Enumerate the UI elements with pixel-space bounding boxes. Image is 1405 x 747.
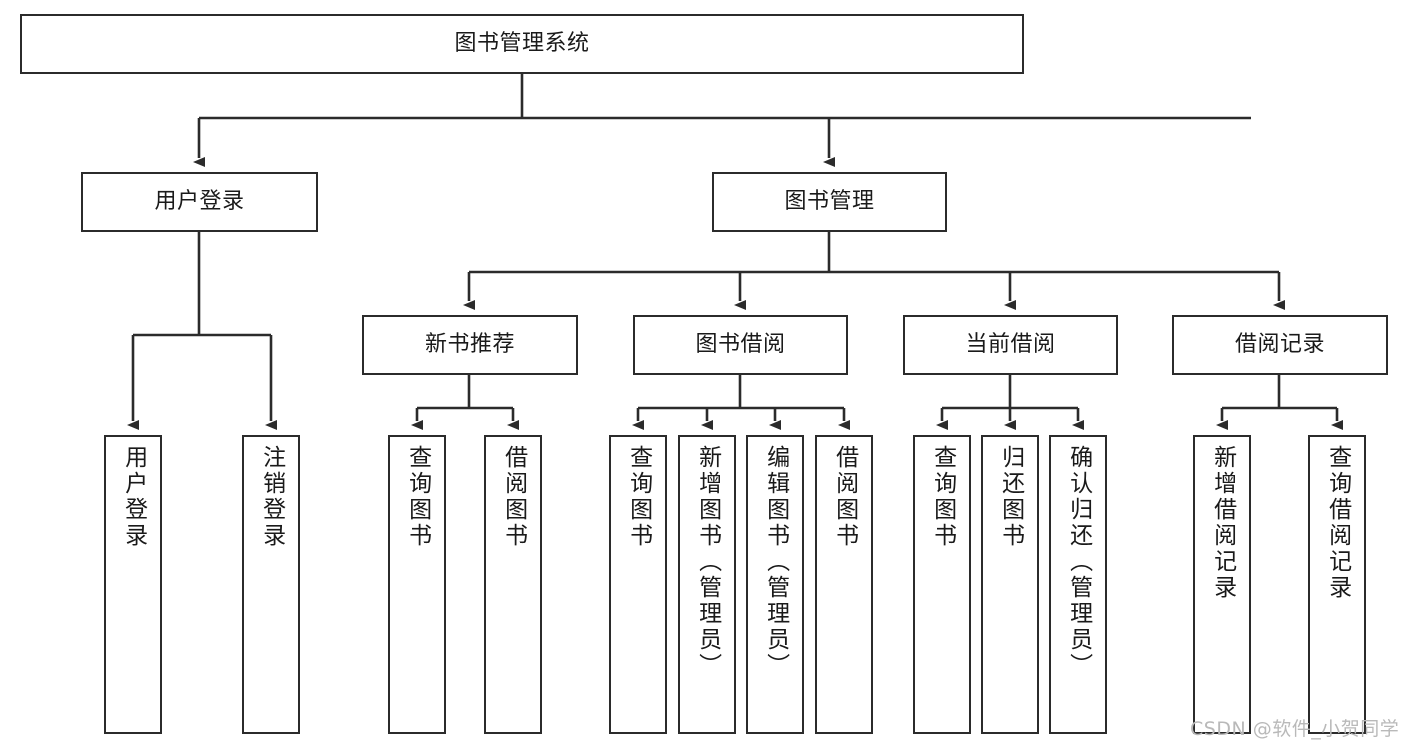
node-leaf-borrow-book-recommend[interactable]: 借阅图书 — [484, 435, 542, 734]
node-label: 注销登录 — [258, 445, 285, 549]
node-label: 确认归还（管理员） — [1065, 445, 1092, 679]
node-leaf-user-login[interactable]: 用户登录 — [104, 435, 162, 734]
node-label: 查询图书 — [929, 445, 956, 549]
node-leaf-add-borrow-record[interactable]: 新增借阅记录 — [1193, 435, 1251, 734]
node-label: 查询图书 — [625, 445, 652, 549]
node-leaf-add-book-admin[interactable]: 新增图书（管理员） — [678, 435, 736, 734]
node-current-borrowing[interactable]: 当前借阅 — [903, 315, 1118, 375]
node-label: 编辑图书（管理员） — [762, 445, 789, 679]
node-book-management[interactable]: 图书管理 — [712, 172, 947, 232]
node-root-book-management-system[interactable]: 图书管理系统 — [20, 14, 1024, 74]
node-label: 归还图书 — [997, 445, 1024, 549]
node-leaf-logout[interactable]: 注销登录 — [242, 435, 300, 734]
node-label: 用户登录 — [120, 445, 147, 549]
node-leaf-query-book-borrow[interactable]: 查询图书 — [609, 435, 667, 734]
node-label: 新增图书（管理员） — [694, 445, 721, 679]
node-borrowing-record[interactable]: 借阅记录 — [1172, 315, 1388, 375]
node-leaf-borrow-book[interactable]: 借阅图书 — [815, 435, 873, 734]
node-label: 借阅记录 — [1234, 332, 1325, 358]
node-leaf-query-book-recommend[interactable]: 查询图书 — [388, 435, 446, 734]
node-leaf-query-book-current[interactable]: 查询图书 — [913, 435, 971, 734]
node-label: 用户登录 — [154, 189, 245, 215]
node-label: 当前借阅 — [965, 332, 1056, 358]
node-label: 查询借阅记录 — [1324, 445, 1351, 601]
node-label: 图书管理系统 — [454, 31, 590, 57]
node-label: 图书管理 — [784, 189, 875, 215]
node-new-book-recommendation[interactable]: 新书推荐 — [362, 315, 578, 375]
node-label: 借阅图书 — [831, 445, 858, 549]
node-leaf-query-borrow-record[interactable]: 查询借阅记录 — [1308, 435, 1366, 734]
node-label: 查询图书 — [404, 445, 431, 549]
node-label: 借阅图书 — [500, 445, 527, 549]
node-book-borrowing[interactable]: 图书借阅 — [633, 315, 848, 375]
node-label: 新增借阅记录 — [1209, 445, 1236, 601]
node-leaf-confirm-return-admin[interactable]: 确认归还（管理员） — [1049, 435, 1107, 734]
node-label: 新书推荐 — [424, 332, 515, 358]
node-user-login[interactable]: 用户登录 — [81, 172, 318, 232]
node-label: 图书借阅 — [695, 332, 786, 358]
node-leaf-return-book[interactable]: 归还图书 — [981, 435, 1039, 734]
node-leaf-edit-book-admin[interactable]: 编辑图书（管理员） — [746, 435, 804, 734]
